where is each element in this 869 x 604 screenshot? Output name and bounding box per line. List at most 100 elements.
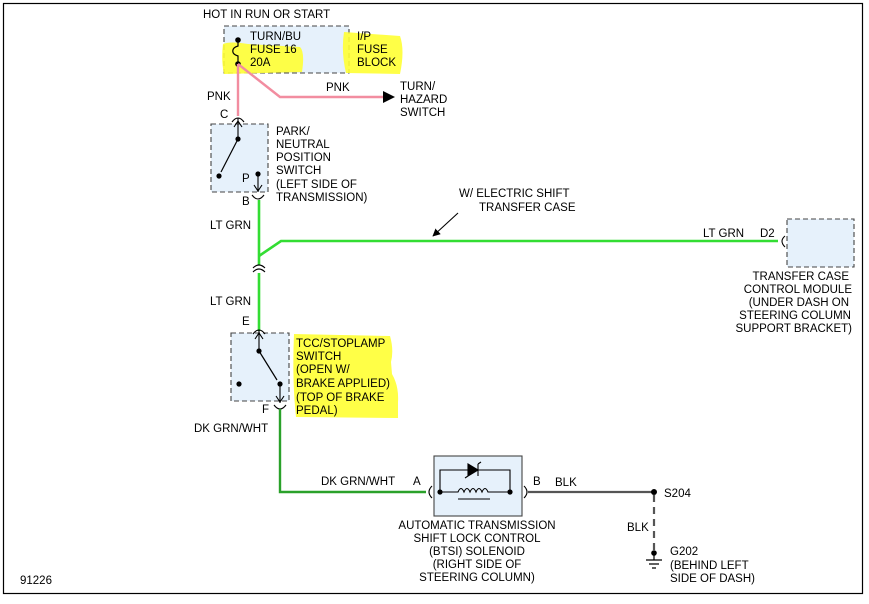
solenoid-label-1: AUTOMATIC TRANSMISSION [398, 520, 555, 532]
pn-label-4: SWITCH [276, 165, 321, 177]
turn-hazard-line2: HAZARD [400, 94, 447, 106]
dk-grn-wht-wire [278, 409, 426, 494]
pn-terminal-c-icon [233, 118, 243, 138]
splice-dot [651, 489, 657, 495]
ground-dot [651, 550, 657, 556]
ground-label: G202 [670, 546, 698, 558]
block-label-1: I/P [357, 31, 371, 43]
ground-circuit: BLK S204 BLK G202 (BEHIND LEFT SIDE OF D… [528, 477, 755, 585]
tcc-box [230, 332, 290, 402]
dk-grn-wht-label-left: DK GRN/WHT [194, 423, 268, 435]
pn-switch-blade [220, 138, 239, 173]
diagram-frame [2, 2, 864, 595]
transfer-note-line2: TRANSFER CASE [479, 202, 576, 214]
solenoid-connector-a-icon [428, 485, 433, 499]
tcc-terminal-e-icon [254, 330, 264, 350]
tcc-label-4: BRAKE APPLIED) [296, 378, 390, 390]
solenoid-label-4: (RIGHT SIDE OF [433, 559, 522, 571]
park-neutral-box [210, 123, 269, 193]
pn-label-3: POSITION [276, 152, 331, 164]
lt-grn-wire-branch [258, 239, 778, 258]
transfer-module-line2: CONTROL MODULE [744, 284, 853, 296]
transfer-module-line1: TRANSFER CASE [753, 271, 850, 283]
lt-grn-label-upper: LT GRN [210, 220, 251, 232]
green-wires: LT GRN LT GRN LT GRN [210, 200, 778, 331]
pnk-wire-right [237, 63, 385, 99]
transfer-module-connector-icon [781, 235, 786, 248]
pn-connector-bottom-icon [251, 194, 265, 200]
transfer-module-line4: STEERING COLUMN [739, 310, 851, 322]
solenoid-pin-b: B [533, 476, 541, 488]
transfer-note-pointer [432, 212, 459, 237]
pn-pin-b: B [242, 196, 250, 208]
block-highlight [342, 32, 403, 74]
block-label-2: FUSE [357, 44, 388, 56]
pnk-label-left: PNK [207, 91, 231, 103]
fuse-element-icon [232, 41, 239, 63]
tcc-pin-f: F [262, 404, 269, 416]
tcc-label-1: TCC/STOPLAMP [296, 338, 386, 350]
solenoid-label-3: (BTSI) SOLENOID [429, 546, 525, 558]
arrow-turn-hazard-icon [383, 91, 395, 103]
transfer-module-pin: D2 [760, 228, 775, 240]
pn-terminal-b-icon [253, 176, 263, 192]
dark-green-wire: DK GRN/WHT DK GRN/WHT [194, 409, 426, 494]
pn-label-6: TRANSMISSION) [276, 192, 368, 204]
blk-label-down: BLK [627, 522, 649, 534]
ground-icon [646, 555, 662, 569]
park-neutral-switch: C P B PARK/ NEUTRAL POSITION SWITCH (LEF… [210, 109, 368, 208]
pn-label-5: (LEFT SIDE OF [276, 179, 357, 191]
transfer-module-box [786, 218, 855, 268]
diode-icon [464, 461, 482, 479]
solenoid-label-2: SHIFT LOCK CONTROL [414, 533, 542, 545]
tcc-label-6: PEDAL) [296, 405, 338, 417]
solenoid-label-5: STEERING COLUMN) [419, 572, 535, 584]
blk-label-right: BLK [555, 477, 577, 489]
pn-contact-left [216, 173, 222, 179]
turn-hazard-line3: SWITCH [400, 107, 445, 119]
solenoid-connector-b-icon [523, 485, 528, 499]
pn-pin-p: P [242, 173, 250, 185]
tcc-stoplamp-switch: E F TCC/STOPLAMP SWITCH (OPEN W/ BRAKE A… [230, 316, 399, 418]
figure-number: 91226 [20, 575, 52, 587]
fuse-rating: 20A [250, 57, 271, 69]
fuse-number: FUSE 16 [250, 44, 297, 56]
pnk-label-right: PNK [326, 82, 350, 94]
tcc-label-3: (OPEN W/ [296, 364, 350, 376]
tcc-highlight [293, 334, 399, 418]
lt-grn-label-right: LT GRN [703, 228, 744, 240]
dk-grn-wht-label-bottom: DK GRN/WHT [321, 476, 395, 488]
fuse-header: HOT IN RUN OR START [203, 9, 330, 21]
pn-pin-c: C [220, 109, 228, 121]
fuse-name: TURN/BU [250, 31, 301, 43]
pn-label-2: NEUTRAL [276, 139, 330, 151]
tcc-connector-bottom-icon [273, 404, 287, 410]
tcc-label-2: SWITCH [296, 351, 341, 363]
tcc-contact-left [236, 381, 242, 387]
splice-label: S204 [664, 488, 691, 500]
fuse-block: HOT IN RUN OR START TURN/BU FUSE 16 20A … [203, 9, 403, 74]
ground-location-1: (BEHIND LEFT [670, 560, 749, 572]
tcc-terminal-f-icon [275, 386, 285, 403]
fuse-terminal-top [235, 37, 241, 43]
transfer-case-note: W/ ELECTRIC SHIFT TRANSFER CASE [432, 188, 576, 237]
transfer-module-line5: SUPPORT BRACKET) [735, 323, 852, 335]
pn-label-1: PARK/ [276, 126, 310, 138]
transfer-case-module: D2 TRANSFER CASE CONTROL MODULE (UNDER D… [735, 218, 855, 335]
transfer-module-line3: (UNDER DASH ON [749, 297, 849, 309]
turn-hazard-switch: TURN/ HAZARD SWITCH [400, 81, 447, 119]
transfer-note-line1: W/ ELECTRIC SHIFT [459, 188, 570, 200]
tcc-contact-f [277, 381, 283, 387]
pink-wires: PNK PNK [207, 63, 395, 116]
solenoid-pin-a: A [413, 476, 421, 488]
lt-grn-label-lower: LT GRN [210, 296, 251, 308]
coil-icon [440, 487, 510, 494]
tcc-label-5: (TOP OF BRAKE [296, 392, 385, 404]
tcc-pin-e: E [242, 316, 250, 328]
btsi-solenoid: A B AUTOMATIC TRANSMISSION SHIFT LOCK CO… [398, 455, 556, 584]
ground-location-2: SIDE OF DASH) [670, 573, 755, 585]
pn-contact-p [255, 171, 261, 177]
tcc-switch-blade [258, 350, 278, 381]
inline-connector-icon [252, 264, 266, 273]
